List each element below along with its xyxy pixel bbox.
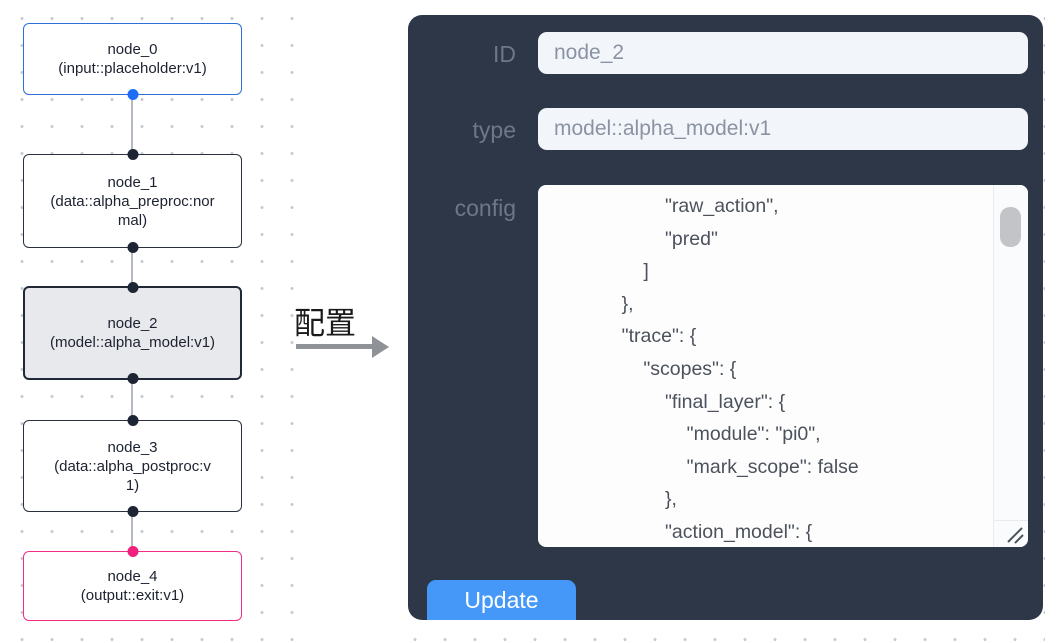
update-button[interactable]: Update [427, 580, 576, 620]
config-json-text[interactable]: "raw_action", "pred" ] }, "trace": { "sc… [621, 195, 859, 543]
arrow-right-icon [296, 344, 374, 349]
edge-node1-node2 [131, 248, 133, 287]
scrollbar-track[interactable] [993, 185, 1028, 520]
node-subtitle: (data::alpha_postproc:v1) [54, 457, 211, 494]
node-subtitle: (input::placeholder:v1) [58, 60, 207, 77]
node-subtitle: (data::alpha_preproc:normal) [50, 192, 215, 229]
resize-corner[interactable] [993, 520, 1028, 547]
source-handle[interactable] [127, 506, 138, 517]
type-field-label: type [472, 117, 516, 143]
configure-label: 配置 [294, 306, 356, 341]
node-subtitle: (output::exit:v1) [80, 587, 185, 604]
flow-canvas: node_0 (input::placeholder:v1) node_1 (d… [0, 0, 318, 643]
flow-node-3[interactable]: node_3 (data::alpha_postproc:v1) [23, 415, 242, 517]
node-config-panel: ID type config "raw_action", "pred" ] },… [408, 15, 1043, 620]
flow-node-0[interactable]: node_0 (input::placeholder:v1) [23, 23, 242, 100]
flow-node-1[interactable]: node_1 (data::alpha_preproc:normal) [23, 149, 242, 253]
target-handle[interactable] [127, 415, 138, 426]
node-title: node_3 [107, 438, 158, 456]
source-handle[interactable] [127, 242, 138, 253]
node-title: node_4 [107, 568, 158, 585]
node-subtitle: (model::alpha_model:v1) [49, 334, 216, 351]
target-handle[interactable] [127, 149, 138, 160]
target-handle[interactable] [127, 282, 138, 293]
flow-node-2-selected[interactable]: node_2 (model::alpha_model:v1) [23, 282, 242, 384]
arrow-right-icon [372, 336, 389, 358]
node-title: node_1 [107, 173, 158, 191]
node-title: node_0 [107, 41, 158, 58]
config-textarea[interactable]: "raw_action", "pred" ] }, "trace": { "sc… [538, 185, 1028, 547]
config-zone: ID type config "raw_action", "pred" ] },… [390, 0, 1045, 643]
scrollbar-thumb[interactable] [1000, 207, 1021, 247]
edge-node0-node1 [131, 95, 133, 155]
flow-node-4[interactable]: node_4 (output::exit:v1) [23, 546, 242, 621]
config-field-label: config [454, 195, 516, 221]
type-input[interactable] [538, 108, 1028, 150]
resize-grip-icon[interactable] [1002, 522, 1024, 544]
edge-node2-node3 [131, 380, 133, 421]
source-handle[interactable] [127, 373, 138, 384]
id-field-label: ID [493, 41, 516, 67]
node-title: node_2 [107, 315, 158, 332]
source-handle[interactable] [127, 89, 138, 100]
target-handle[interactable] [127, 546, 138, 557]
id-input[interactable] [538, 32, 1028, 74]
edge-node3-node4 [131, 512, 133, 552]
